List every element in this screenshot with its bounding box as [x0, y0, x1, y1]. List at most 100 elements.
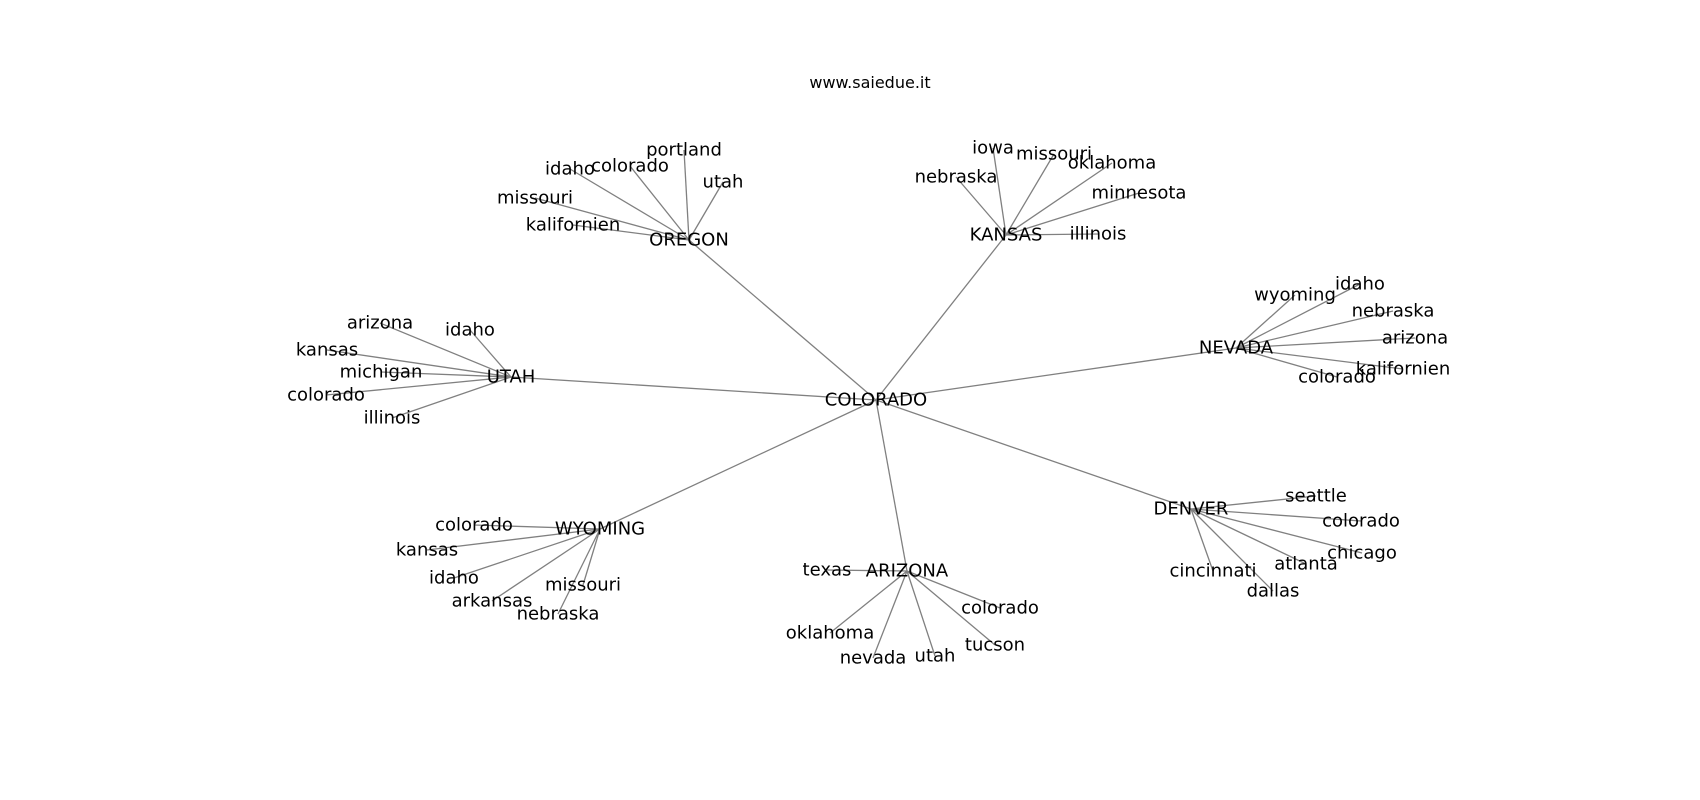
edge-arizona-oklahoma: [829, 570, 908, 634]
edge-denver-cincinnati: [1190, 508, 1214, 572]
hub-node-utah: UTAH: [487, 367, 536, 388]
edges-layer: [325, 147, 1416, 659]
leaf-node-wyoming-kansas: kansas: [396, 540, 458, 561]
leaf-node-arizona-tucson: tucson: [965, 635, 1025, 656]
leaf-node-denver-seattle: seattle: [1285, 486, 1347, 507]
edge-denver-seattle: [1190, 495, 1317, 510]
leaf-node-nevada-colorado: colorado: [1298, 367, 1376, 388]
leaf-node-oregon-portland: portland: [646, 140, 722, 161]
leaf-node-denver-atlanta: atlanta: [1274, 554, 1338, 575]
edge-center-oregon: [688, 239, 877, 401]
edge-utah-colorado: [325, 376, 512, 396]
leaf-node-nevada-nebraska: nebraska: [1352, 301, 1435, 322]
leaf-node-oregon-colorado: colorado: [591, 156, 669, 177]
leaf-node-nevada-arizona: arizona: [1382, 328, 1448, 349]
edge-nevada-colorado: [1235, 347, 1338, 378]
leaf-node-utah-colorado: colorado: [287, 385, 365, 406]
leaf-node-oregon-kalifornien: kalifornien: [526, 215, 620, 236]
leaf-node-kansas-missouri: missouri: [1016, 144, 1092, 165]
leaf-node-kansas-iowa: iowa: [972, 138, 1014, 159]
edge-kansas-illinois: [1005, 233, 1099, 236]
edge-arizona-tucson: [906, 570, 996, 646]
edge-oregon-colorado: [629, 165, 690, 241]
leaf-node-kansas-minnesota: minnesota: [1092, 183, 1187, 204]
edge-utah-idaho: [469, 329, 512, 378]
leaf-node-utah-illinois: illinois: [364, 408, 421, 429]
hub-node-arizona: ARIZONA: [866, 561, 949, 582]
edge-wyoming-colorado: [473, 524, 601, 530]
edge-oregon-idaho: [569, 168, 690, 241]
edge-center-kansas: [875, 234, 1007, 401]
edge-denver-colorado: [1190, 508, 1362, 522]
hub-node-denver: DENVER: [1154, 499, 1229, 520]
edge-denver-atlanta: [1190, 508, 1307, 565]
edge-denver-chicago: [1190, 508, 1363, 554]
edge-arizona-texas: [826, 569, 908, 572]
edge-arizona-nevada: [872, 570, 908, 659]
leaf-node-wyoming-idaho: idaho: [429, 568, 479, 589]
hub-node-oregon: OREGON: [649, 230, 729, 251]
edge-center-wyoming: [599, 399, 877, 530]
edge-utah-kansas: [326, 349, 512, 378]
edge-wyoming-arkansas: [491, 528, 601, 602]
leaf-node-oregon-utah: utah: [703, 172, 744, 193]
edge-arizona-utah: [906, 570, 936, 657]
leaf-node-oregon-missouri: missouri: [497, 188, 573, 209]
edge-nevada-nebraska: [1235, 310, 1394, 349]
edge-utah-arizona: [379, 322, 512, 378]
leaf-node-denver-colorado: colorado: [1322, 511, 1400, 532]
leaf-node-denver-cincinnati: cincinnati: [1169, 561, 1256, 582]
leaf-node-nevada-kalifornien: kalifornien: [1356, 359, 1450, 380]
leaf-node-wyoming-arkansas: arkansas: [452, 591, 533, 612]
edge-oregon-portland: [683, 149, 690, 241]
leaf-node-kansas-nebraska: nebraska: [915, 167, 998, 188]
site-title: www.saiedue.it: [809, 73, 930, 92]
leaf-node-arizona-nevada: nevada: [840, 648, 907, 669]
leaf-node-utah-michigan: michigan: [340, 362, 423, 383]
edge-wyoming-idaho: [453, 528, 601, 579]
edge-kansas-oklahoma: [1005, 162, 1113, 236]
edge-denver-dallas: [1190, 508, 1274, 592]
leaf-node-kansas-oklahoma: oklahoma: [1068, 153, 1156, 174]
edge-utah-illinois: [391, 376, 512, 419]
hub-node-nevada: NEVADA: [1199, 338, 1274, 359]
edge-kansas-iowa: [992, 147, 1007, 236]
edge-wyoming-nebraska: [557, 528, 601, 615]
leaf-node-utah-idaho: idaho: [445, 320, 495, 341]
hub-node-kansas: KANSAS: [970, 225, 1043, 246]
leaf-node-utah-kansas: kansas: [296, 340, 358, 361]
edge-arizona-colorado: [906, 570, 1001, 609]
labels-layer: portlandcoloradoidahoutahmissourikalifor…: [287, 138, 1450, 669]
edge-nevada-idaho: [1235, 283, 1361, 349]
leaf-node-arizona-texas: texas: [803, 560, 852, 581]
edge-nevada-kalifornien: [1235, 347, 1404, 370]
leaf-node-denver-chicago: chicago: [1327, 543, 1397, 564]
edge-kansas-missouri: [1005, 153, 1055, 236]
leaf-node-arizona-colorado: colorado: [961, 598, 1039, 619]
leaf-node-denver-dallas: dallas: [1247, 581, 1300, 602]
edge-oregon-utah: [688, 181, 724, 241]
edge-center-utah: [510, 376, 877, 401]
leaf-node-arizona-oklahoma: oklahoma: [786, 623, 874, 644]
center-node: COLORADO: [825, 390, 927, 411]
edge-oregon-kalifornien: [572, 224, 690, 241]
edge-utah-michigan: [380, 371, 512, 378]
edge-wyoming-kansas: [426, 528, 601, 551]
leaf-node-nevada-wyoming: wyoming: [1254, 285, 1336, 306]
edge-kansas-minnesota: [1005, 192, 1140, 236]
leaf-node-wyoming-nebraska: nebraska: [517, 604, 600, 625]
leaf-node-kansas-illinois: illinois: [1070, 224, 1127, 245]
hub-node-wyoming: WYOMING: [555, 519, 645, 540]
edge-nevada-wyoming: [1235, 294, 1296, 349]
leaf-node-oregon-idaho: idaho: [545, 159, 595, 180]
edge-center-arizona: [875, 399, 908, 572]
edge-center-nevada: [875, 347, 1237, 401]
edge-oregon-missouri: [534, 197, 690, 241]
edge-kansas-nebraska: [955, 176, 1007, 236]
leaf-node-utah-arizona: arizona: [347, 313, 413, 334]
leaf-node-wyoming-missouri: missouri: [545, 575, 621, 596]
leaf-node-wyoming-colorado: colorado: [435, 515, 513, 536]
leaf-node-arizona-utah: utah: [915, 646, 956, 667]
edge-wyoming-missouri: [582, 528, 601, 586]
